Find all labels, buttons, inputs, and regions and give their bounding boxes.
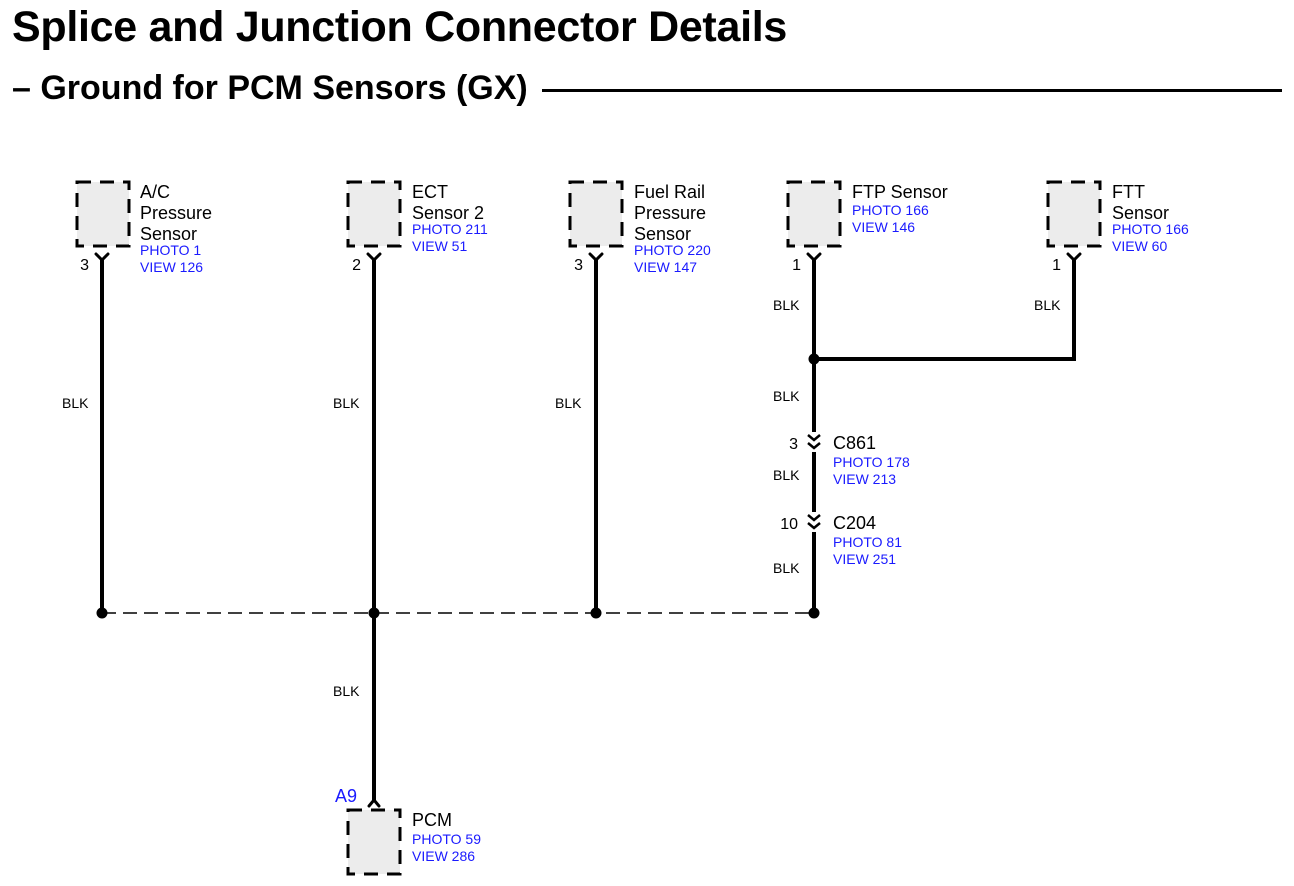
pcm-wire-color: BLK [333,683,360,699]
ect-name-line: Sensor 2 [412,203,484,223]
ect-pin-number: 2 [352,257,361,274]
connector-chevron [807,442,821,450]
pcm-pin-number: A9 [335,786,357,806]
c204-name: C204 [833,513,876,533]
section-rule [12,89,1282,92]
ac-view-link: VIEW 126 [140,259,203,275]
section-header: – Ground for PCM Sensors (GX) [12,64,1282,110]
ac-pin-number: 3 [80,257,89,274]
ftp-photo-link: PHOTO 166 [852,202,929,218]
ftt-wire-color: BLK [1034,297,1061,313]
ftt-terminal [1066,252,1082,263]
pcm-terminal [367,797,381,808]
ect-name-line: ECT [412,182,448,202]
bus-splice-point [808,607,820,619]
c861-wire-color: BLK [773,467,800,483]
fuel-pin-number: 3 [574,257,583,274]
fuel-name-line: Sensor [634,224,691,244]
fuel-wire-color: BLK [555,395,582,411]
ac-name-line: Sensor [140,224,197,244]
fuel-photo-link: PHOTO 220 [634,242,711,258]
c204-photo-link: PHOTO 81 [833,534,902,550]
fuel-view-link: VIEW 147 [634,259,697,275]
fuel-name-line: Fuel Rail [634,182,705,202]
connector-chevron [807,434,821,442]
parts [75,180,1102,876]
c204-view-link: VIEW 251 [833,551,896,567]
ect-terminal [366,252,382,263]
ac-terminal [94,252,110,263]
ac-wire-color: BLK [62,395,89,411]
c204-pin-number: 10 [780,516,798,533]
ftp-terminal [806,252,822,263]
c204-wire-color: BLK [773,560,800,576]
ftp-connector-box [786,180,842,248]
ac-name-line: A/C [140,182,170,202]
ftp-wire-color: BLK [773,297,800,313]
pcm-view-link: VIEW 286 [412,848,475,864]
bus-splice-point [590,607,602,619]
ftp-pin-number: 1 [792,257,801,274]
ftt-connector-box [1046,180,1102,248]
bus-splice-point [368,607,380,619]
c861-pin-number: 3 [789,436,798,453]
ac-photo-link: PHOTO 1 [140,242,201,258]
ac-connector-box [75,180,131,248]
ect-view-link: VIEW 51 [412,238,467,254]
connector-chevron [807,522,821,530]
page-title: Splice and Junction Connector Details [12,3,787,51]
c861-name: C861 [833,433,876,453]
splice-wire-color: BLK [773,388,800,404]
ftt-pin-number: 1 [1052,257,1061,274]
connector-chevron [807,514,821,522]
splice-point [808,353,820,365]
ect-wire-color: BLK [333,395,360,411]
ac-name-line: Pressure [140,203,212,223]
ftt-name-line: Sensor [1112,203,1169,223]
bus-splice-point [96,607,108,619]
fuel-connector-box [568,180,624,248]
ect-photo-link: PHOTO 211 [412,221,488,237]
pcm-connector-box [346,808,402,876]
pcm-name: PCM [412,810,452,830]
c861-view-link: VIEW 213 [833,471,896,487]
ftp-name-line: FTP Sensor [852,182,948,202]
c204-connector-symbol [807,514,821,530]
c861-photo-link: PHOTO 178 [833,454,910,470]
ect-connector-box [346,180,402,248]
ftt-name-line: FTT [1112,182,1145,202]
c861-connector-symbol [807,434,821,450]
fuel-name-line: Pressure [634,203,706,223]
ftt-view-link: VIEW 60 [1112,238,1167,254]
section-title: – Ground for PCM Sensors (GX) [12,66,542,110]
pcm-photo-link: PHOTO 59 [412,831,481,847]
ftt-photo-link: PHOTO 166 [1112,221,1189,237]
wires [100,258,1076,800]
fuel-terminal [588,252,604,263]
ftp-view-link: VIEW 146 [852,219,915,235]
